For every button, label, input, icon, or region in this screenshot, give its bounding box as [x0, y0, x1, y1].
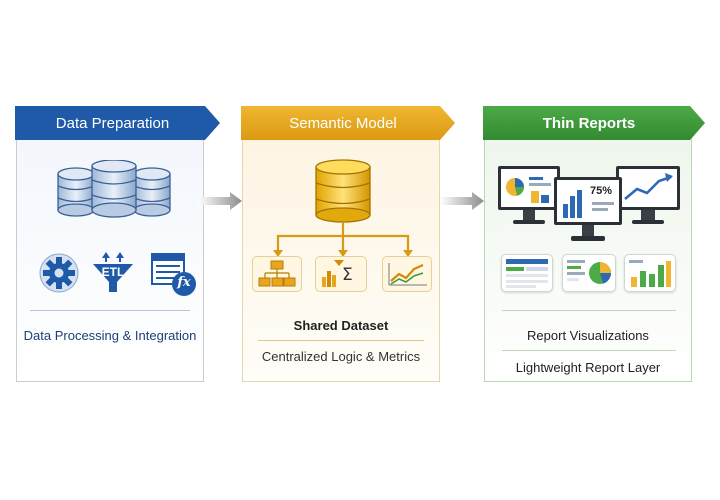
- data-prep-title: Data Preparation: [55, 114, 170, 132]
- semantic-caption-secondary: Centralized Logic & Metrics: [261, 349, 421, 364]
- sigma-icon: [322, 260, 344, 287]
- monitor-icon: [616, 166, 680, 224]
- thin-reports-caption-secondary: Lightweight Report Layer: [515, 360, 661, 375]
- kpi-label: 75%: [590, 185, 613, 197]
- line-chart-tile: [382, 256, 432, 292]
- arrow-right-icon: [440, 192, 484, 210]
- fx-label: fx: [177, 275, 191, 290]
- data-prep-header: Data Preparation: [15, 106, 220, 140]
- database-icon: [57, 160, 171, 218]
- arrow-right-icon: [198, 192, 242, 210]
- monitor-icon: [498, 166, 560, 224]
- thin-reports-caption-primary: Report Visualizations: [527, 328, 649, 343]
- sigma-tile: Σ: [315, 256, 367, 292]
- header-banner-shape: [241, 106, 455, 140]
- monitor-icon: 75%: [553, 176, 623, 246]
- etl-funnel-icon: ETL: [90, 248, 136, 296]
- thin-reports-title: Thin Reports: [542, 114, 636, 132]
- thin-reports-divider-top: [502, 310, 676, 311]
- hierarchy-tile: [252, 256, 302, 292]
- data-prep-caption: Data Processing & Integration: [23, 328, 197, 343]
- report-thumbnail-icon: [562, 254, 616, 292]
- hierarchy-icon: [258, 260, 296, 287]
- table-formula-icon: fx: [150, 250, 198, 298]
- header-banner-shape: [483, 106, 705, 140]
- report-thumbnail-icon: [501, 254, 553, 292]
- header-banner-shape: [15, 106, 220, 140]
- database-icon: [315, 159, 371, 223]
- semantic-divider: [258, 340, 424, 341]
- semantic-header: Semantic Model: [241, 106, 455, 140]
- thin-reports-divider: [502, 350, 676, 351]
- data-prep-divider: [30, 310, 190, 311]
- semantic-caption-primary: Shared Dataset: [293, 318, 389, 333]
- gear-icon: [39, 253, 79, 293]
- report-thumbnail-icon: [624, 254, 676, 292]
- semantic-title: Semantic Model: [289, 114, 397, 132]
- sigma-label: Σ: [342, 265, 353, 285]
- thin-reports-header: Thin Reports: [483, 106, 705, 140]
- model-branch-connector: [273, 222, 413, 257]
- etl-label: ETL: [101, 265, 125, 279]
- line-chart-icon: [388, 263, 427, 286]
